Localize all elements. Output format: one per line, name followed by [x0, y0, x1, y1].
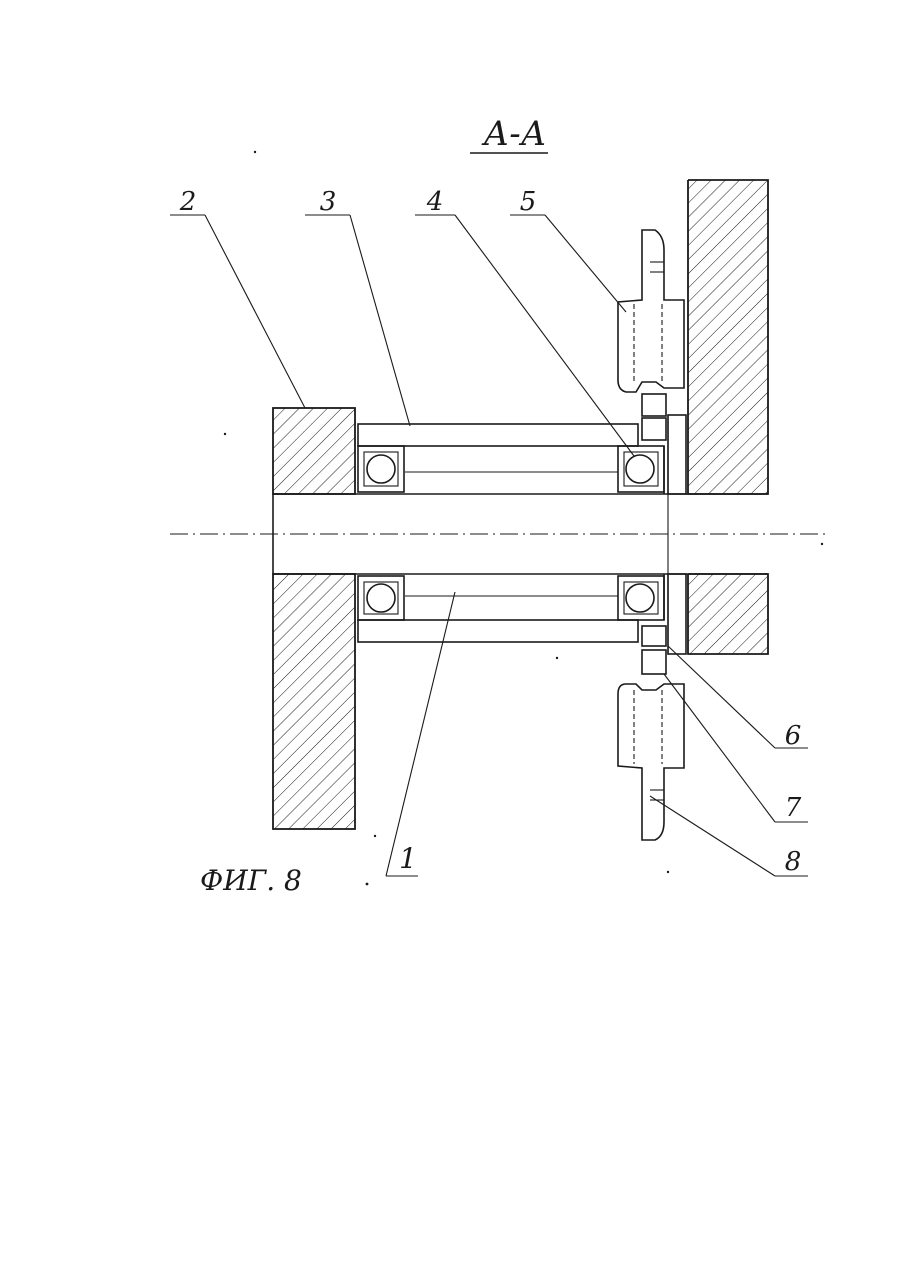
callout-label-5: 5 — [520, 187, 537, 217]
section-title: А-А — [470, 114, 548, 154]
right-bearing-top — [618, 446, 664, 492]
callout-3: 3 — [305, 187, 410, 426]
callout-label-2: 2 — [179, 187, 197, 217]
spacer-tube — [358, 424, 638, 642]
sprocket-bottom — [618, 684, 684, 840]
left-housing-wall — [273, 408, 355, 829]
callout-1: 1 — [386, 592, 455, 876]
retainer-block-bottom — [642, 626, 666, 674]
callout-label-6: 6 — [785, 721, 802, 751]
right-frame-plate — [688, 180, 768, 654]
section-label: А-А — [482, 114, 547, 154]
callout-label-3: 3 — [320, 187, 337, 217]
callout-2: 2 — [170, 187, 305, 408]
callout-label-4: 4 — [426, 187, 444, 217]
callout-5: 5 — [510, 187, 626, 312]
retainer-block-top — [642, 394, 666, 440]
figure-caption: ФИГ. 8 — [200, 864, 302, 897]
callout-6: 6 — [668, 646, 808, 751]
sprocket-top — [618, 230, 684, 392]
callout-4: 4 — [415, 187, 634, 456]
left-bearing-top — [358, 446, 404, 492]
callout-label-7: 7 — [785, 793, 802, 823]
callout-label-8: 8 — [785, 847, 802, 877]
callout-label-1: 1 — [399, 842, 417, 875]
right-bearing-bottom — [618, 576, 664, 620]
left-bearing-bottom — [358, 576, 404, 620]
